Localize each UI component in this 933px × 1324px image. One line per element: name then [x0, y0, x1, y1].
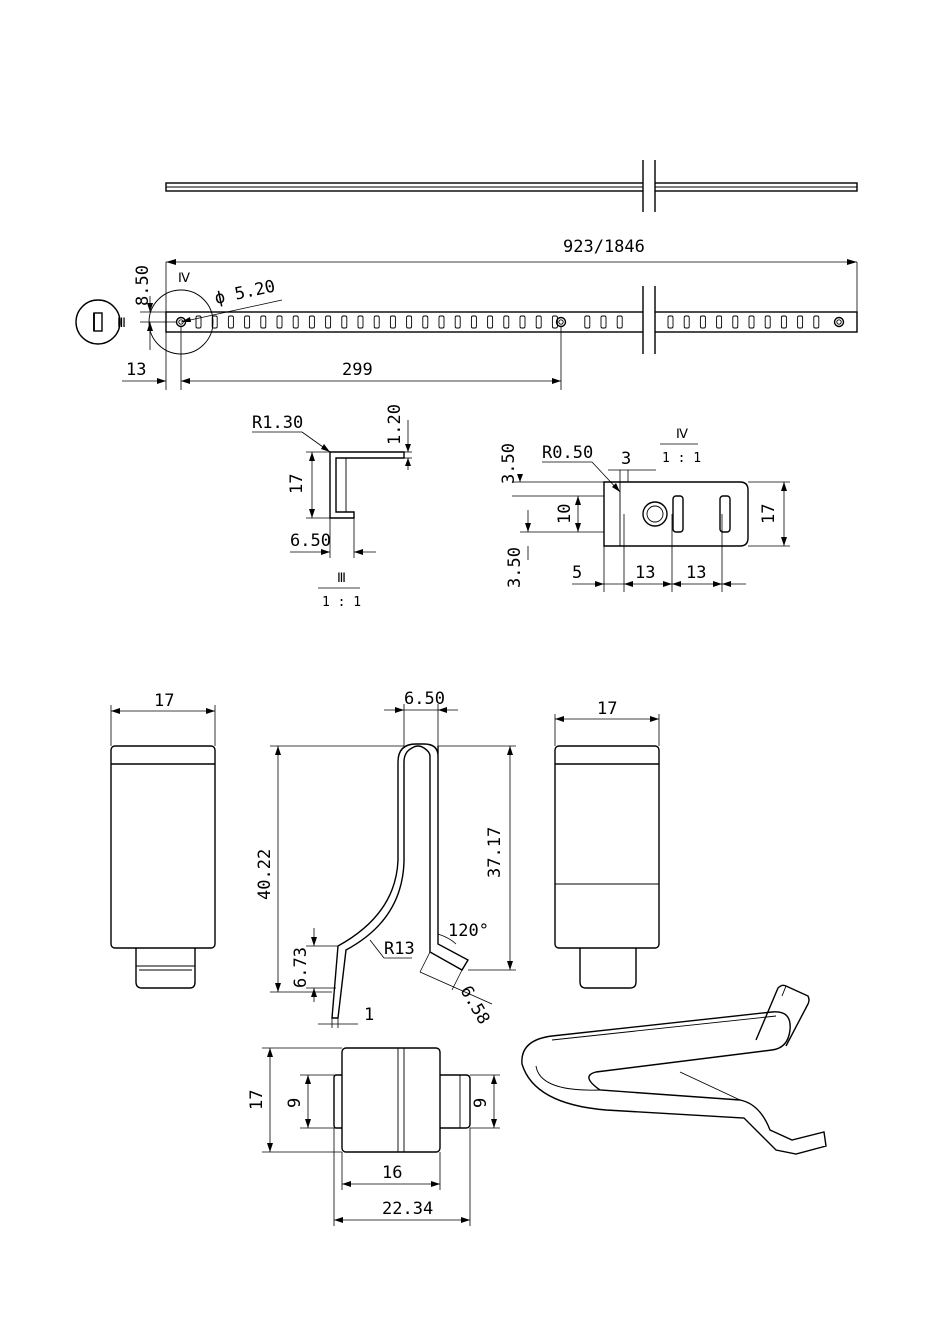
rail-slot — [342, 316, 347, 328]
rail-slot — [585, 316, 590, 328]
total-length-label: 923/1846 — [563, 237, 645, 257]
rail-slot — [733, 316, 738, 328]
dim-hole-spacing: 13 299 — [122, 326, 561, 390]
w22-34-label: 22.34 — [382, 1199, 433, 1219]
d17-right-label: 17 — [759, 504, 779, 524]
r-half-label: R0.50 — [542, 443, 593, 463]
d5-label: 5 — [572, 563, 582, 583]
section-iii-marker-label: Ⅲ — [117, 316, 126, 331]
rail-side-view — [166, 160, 857, 212]
rail-slot — [781, 316, 786, 328]
d1-label: 1 — [364, 1005, 374, 1025]
hole-diameter-label: ϕ 5.20 — [213, 277, 277, 309]
rail-slot — [471, 316, 476, 328]
clip-isometric-view — [522, 985, 826, 1154]
clip-right-view: 17 — [555, 699, 659, 988]
rail-slot — [326, 316, 331, 328]
angle-label: 120° — [448, 921, 489, 941]
d6-58-label: 6.58 — [456, 983, 494, 1028]
rail-slot — [749, 316, 754, 328]
detail-iv-marker: Ⅳ — [178, 271, 190, 286]
height-17-label: 17 — [287, 474, 307, 494]
d6-73-label: 6.73 — [291, 947, 311, 988]
r13-label: R13 — [384, 939, 415, 959]
section-iv-name: Ⅳ — [676, 427, 688, 442]
clip-top-view: 17 9 9 16 22.34 — [247, 1048, 500, 1226]
rail-slot — [668, 316, 673, 328]
rail-slot — [277, 316, 282, 328]
rail-slot — [684, 316, 689, 328]
h37-17-label: 37.17 — [485, 827, 505, 878]
section-mark-iii: Ⅲ — [76, 300, 126, 344]
d3-50-bottom-label: 3.50 — [505, 547, 525, 588]
rail-slot — [536, 316, 541, 328]
rail-slot — [358, 316, 363, 328]
dim-hole-diameter: ϕ 5.20 — [181, 277, 282, 322]
clip-left-view: 17 — [111, 691, 215, 988]
dim-total-length: 923/1846 — [166, 237, 857, 312]
top-6-50-label: 6.50 — [404, 689, 445, 709]
rail-slot — [439, 316, 444, 328]
d3-label: 3 — [621, 449, 631, 469]
w16-label: 16 — [382, 1163, 402, 1183]
rail-slot — [765, 316, 770, 328]
d13b-label: 13 — [686, 563, 706, 583]
rail-slot — [520, 316, 525, 328]
section-iii-name: Ⅲ — [337, 571, 346, 586]
rail-slot — [601, 316, 606, 328]
rail-slot — [309, 316, 314, 328]
rail-slot — [798, 316, 803, 328]
h40-22-label: 40.22 — [255, 849, 275, 900]
clip-front-profile: 6.50 40.22 37.17 R13 120° 6.73 6.58 — [255, 689, 516, 1028]
rail-slot — [407, 316, 412, 328]
rail-slot — [261, 316, 266, 328]
hole-spacing-label: 299 — [342, 360, 373, 380]
section-iii: R1.30 1.20 17 6.50 Ⅲ 1 : 1 — [252, 404, 412, 610]
dim-top-offset: 8.50 — [133, 265, 176, 350]
section-iii-scale: 1 : 1 — [322, 595, 361, 610]
d13a-label: 13 — [635, 563, 655, 583]
left-offset-label: 13 — [126, 360, 146, 380]
rail-slot — [617, 316, 622, 328]
rail-slot — [700, 316, 705, 328]
rail-slots — [196, 316, 819, 328]
rail-slot — [488, 316, 493, 328]
rail-slot — [228, 316, 233, 328]
top-offset-label: 8.50 — [133, 265, 153, 306]
rail-slot — [390, 316, 395, 328]
rail-slot — [814, 316, 819, 328]
section-iv: Ⅳ 1 : 1 R0.50 3 3.50 10 3.50 — [499, 427, 790, 592]
thickness-label: 1.20 — [385, 404, 405, 445]
v17-label: 17 — [247, 1090, 267, 1110]
rail-slot — [293, 316, 298, 328]
rail-slot — [374, 316, 379, 328]
d3-50-top-label: 3.50 — [499, 443, 519, 484]
rail-slot — [423, 316, 428, 328]
section-iv-scale: 1 : 1 — [662, 451, 701, 466]
flange-label: 6.50 — [290, 531, 331, 551]
w17-left-label: 17 — [154, 691, 174, 711]
rail-slot — [717, 316, 722, 328]
tab9-right-label: 9 — [471, 1098, 491, 1108]
r-small-label: R1.30 — [252, 413, 303, 433]
rail-slot — [455, 316, 460, 328]
tab9-left-label: 9 — [285, 1098, 305, 1108]
rail-slot — [245, 316, 250, 328]
w17-right-label: 17 — [597, 699, 617, 719]
d10-label: 10 — [555, 504, 575, 524]
rail-slot — [504, 316, 509, 328]
